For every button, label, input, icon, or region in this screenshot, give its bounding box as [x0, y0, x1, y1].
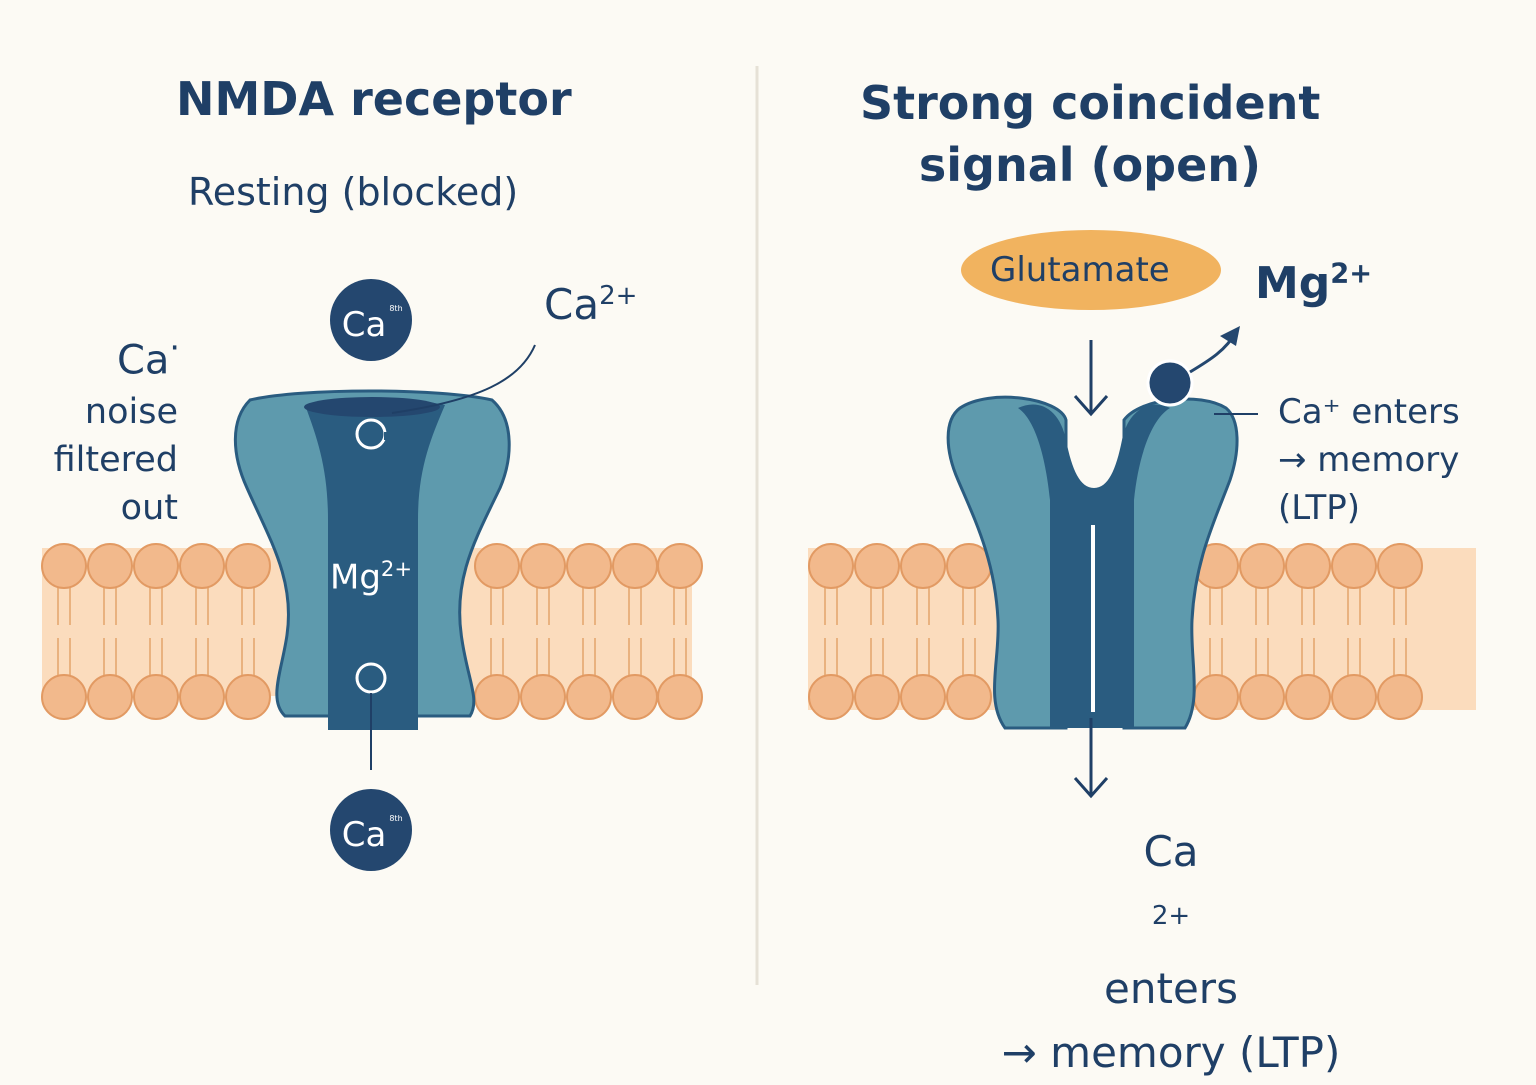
- glutamate-down-arrow: [1073, 340, 1109, 417]
- lipid-head: [900, 543, 946, 589]
- lipid-head: [808, 543, 854, 589]
- lipid-head: [225, 543, 271, 589]
- lipid-head: [612, 674, 658, 720]
- ca-ion-bottom: Ca 8th: [330, 789, 412, 871]
- mg-exit-arrowhead: [1220, 326, 1240, 346]
- lipid-head: [179, 674, 225, 720]
- ca-enters-side-label: Ca⁺ enters → memory (LTP): [1278, 392, 1460, 528]
- ca2-pointer-line: [391, 344, 536, 414]
- left-subtitle: Resting (blocked): [188, 170, 519, 214]
- lipid-head: [87, 674, 133, 720]
- ca-influx-arrow: [1073, 718, 1109, 799]
- left-nmda-receptor-blocked: [233, 389, 511, 770]
- ca-ion-top: Ca 8th: [330, 279, 412, 361]
- lipid-head: [1285, 674, 1331, 720]
- diagram-canvas: Ca 8th Ca 8th NMDA receptor Resting (blo…: [41, 66, 1476, 1077]
- lipid-head: [1331, 543, 1377, 589]
- lipid-head: [946, 674, 992, 720]
- glutamate-label: Glutamate: [990, 250, 1170, 290]
- ca2-label: Ca2+: [544, 280, 638, 329]
- lipid-head: [1239, 543, 1285, 589]
- right-nmda-receptor-open: [946, 395, 1239, 730]
- lipid-head: [854, 543, 900, 589]
- left-channel-ion-ring-bottom: [355, 662, 387, 694]
- left-title: NMDA receptor: [176, 72, 572, 126]
- lipid-head: [657, 674, 703, 720]
- lipid-head: [87, 543, 133, 589]
- lipid-head: [41, 543, 87, 589]
- lipid-head: [1285, 543, 1331, 589]
- lipid-head: [1331, 674, 1377, 720]
- lipid-head: [566, 674, 612, 720]
- lipid-head: [133, 543, 179, 589]
- lipid-head: [1239, 674, 1285, 720]
- glutamate-blob: [961, 230, 1221, 310]
- svg-text:8th: 8th: [389, 304, 402, 313]
- lipid-head: [808, 674, 854, 720]
- lipid-head: [1377, 674, 1423, 720]
- svg-text:8th: 8th: [389, 814, 402, 823]
- diagram-svg: Ca 8th Ca 8th: [41, 66, 1476, 985]
- lipid-head: [566, 543, 612, 589]
- mg-block-label: Mg2+: [330, 556, 412, 598]
- lipid-head: [41, 674, 87, 720]
- lipid-head: [657, 543, 703, 589]
- lipid-head: [179, 543, 225, 589]
- lipid-head: [854, 674, 900, 720]
- svg-text:Ca: Ca: [342, 305, 387, 345]
- lipid-head: [474, 543, 520, 589]
- right-title: Strong coincident signal (open): [860, 76, 1321, 192]
- ca-side-label: Ca·: [116, 328, 180, 384]
- lipid-head: [1193, 674, 1239, 720]
- lipid-head: [900, 674, 946, 720]
- lipid-head: [225, 674, 271, 720]
- noise-filtered-label: noise filtered out: [53, 392, 178, 528]
- svg-text:Ca: Ca: [342, 815, 387, 855]
- lipid-head: [474, 674, 520, 720]
- lipid-head: [612, 543, 658, 589]
- lipid-head: [1377, 543, 1423, 589]
- lipid-head: [520, 543, 566, 589]
- mg-ion-leaving: [1146, 359, 1194, 407]
- lipid-head: [133, 674, 179, 720]
- lipid-head: [520, 674, 566, 720]
- mg-released-label: Mg2+: [1255, 258, 1373, 309]
